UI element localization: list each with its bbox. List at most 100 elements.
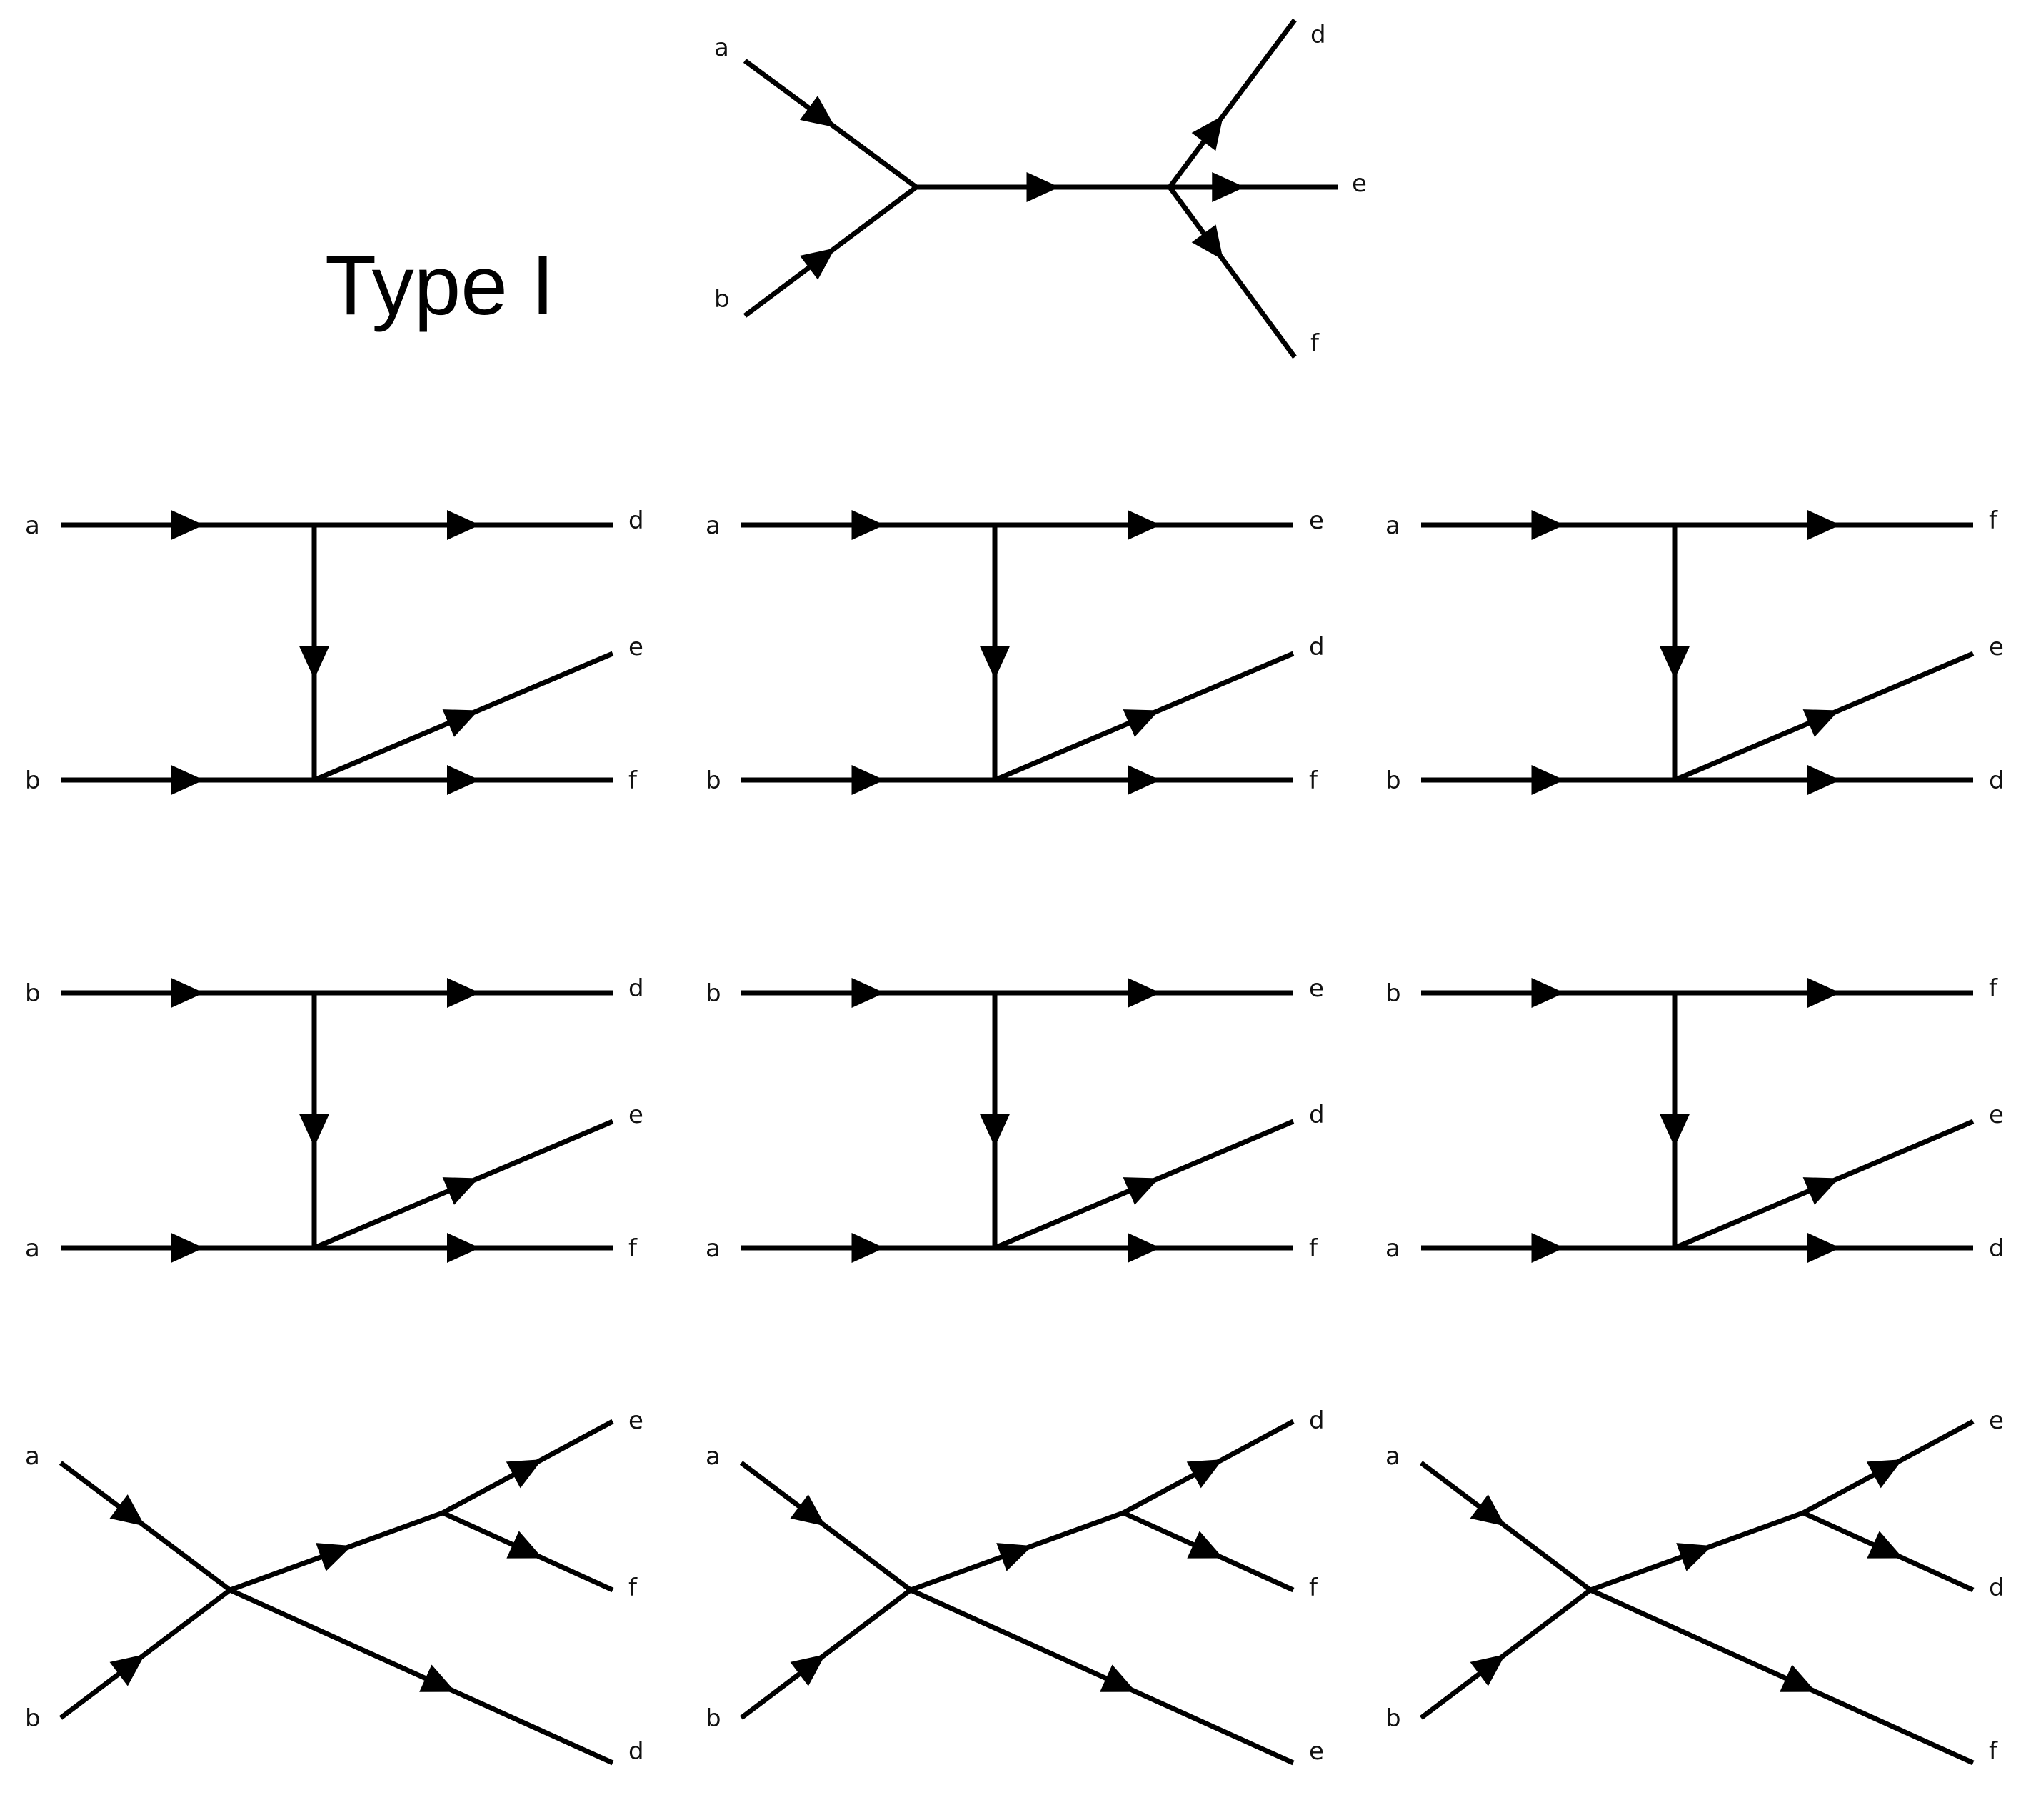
arrow-bottom-in xyxy=(171,1233,204,1263)
arrow-exchange xyxy=(1660,1114,1690,1147)
particle-label-top-in: b xyxy=(25,979,41,1008)
particle-label-bottom-in: a xyxy=(25,1234,40,1263)
arrow-top-in xyxy=(851,510,885,540)
particle-label-bottom-out: e xyxy=(1309,1737,1324,1766)
arrow-bottom-out xyxy=(1128,765,1160,795)
arrow-bottom-in xyxy=(1531,1233,1565,1263)
particle-label-mid-out: e xyxy=(1989,1101,2004,1129)
arrow-in-bottom xyxy=(1470,1654,1505,1686)
arrow-in-bottom xyxy=(790,1654,826,1686)
particle-label-top-out: f xyxy=(1989,974,1998,1003)
particle-label-top-out: d xyxy=(628,974,644,1003)
particle-label-upper-out: d xyxy=(1309,1406,1325,1435)
line-in-bottom xyxy=(59,1588,232,1720)
arrow-bottom-out xyxy=(1807,765,1840,795)
arrow-in-top xyxy=(1470,1494,1505,1526)
particle-label-bottom-out: d xyxy=(1989,1234,2005,1263)
arrow-bottom-out xyxy=(447,765,480,795)
particle-label-bottom-out: d xyxy=(1989,766,2005,795)
arrow-top-in xyxy=(1531,510,1565,540)
arrow-out-e xyxy=(1212,172,1245,202)
arrow-bottom-out xyxy=(1128,1233,1160,1263)
arrow-emission xyxy=(1123,1177,1160,1205)
particle-label-top-out: f xyxy=(1989,506,1998,535)
line-in-top xyxy=(739,1461,913,1592)
arrow-emission xyxy=(442,709,479,737)
arrow-top-out xyxy=(1128,978,1160,1008)
particle-label-top-out: e xyxy=(1309,974,1324,1003)
particle-label-bottom-out: f xyxy=(628,766,638,795)
diagram-r3c2: a b d f e xyxy=(706,1406,1325,1766)
particle-label-bottom-in: b xyxy=(1385,1704,1401,1733)
arrow-top-in xyxy=(851,978,885,1008)
arrow-top-out xyxy=(1128,510,1160,540)
arrow-out-upper xyxy=(1186,1459,1223,1489)
arrow-top-out xyxy=(447,978,480,1008)
particle-label-bottom-in: b xyxy=(1385,766,1401,795)
particle-label-top-in: a xyxy=(1385,511,1400,540)
particle-label-a: a xyxy=(714,34,729,62)
arrow-bottom-in xyxy=(851,765,885,795)
arrow-in-b xyxy=(800,248,836,280)
arrow-exchange xyxy=(299,646,329,679)
arrow-propagator xyxy=(1676,1543,1712,1571)
arrow-out-upper xyxy=(506,1459,543,1489)
particle-label-bottom-out: f xyxy=(1989,1737,1998,1766)
particle-label-top-in: b xyxy=(706,979,721,1008)
arrow-out-upper xyxy=(1866,1459,1903,1489)
particle-label-f: f xyxy=(1310,329,1320,358)
particle-label-top-in: a xyxy=(25,511,40,540)
particle-label-top-in: a xyxy=(1385,1442,1400,1471)
arrow-bottom-out xyxy=(447,1233,480,1263)
particle-label-bottom-in: a xyxy=(1385,1234,1400,1263)
arrow-top-out xyxy=(1807,978,1840,1008)
arrow-exchange xyxy=(980,1114,1010,1147)
particle-label-top-in: a xyxy=(706,511,721,540)
line-out-bottom xyxy=(229,1587,614,1766)
particle-label-bottom-in: a xyxy=(706,1234,721,1263)
arrow-propagator xyxy=(1026,172,1060,202)
arrow-bottom-in xyxy=(171,765,204,795)
arrow-out-bottom xyxy=(1780,1664,1816,1692)
arrow-exchange xyxy=(980,646,1010,679)
line-out-bottom xyxy=(1589,1587,1975,1766)
arrow-emission xyxy=(1802,1177,1840,1205)
line-in-bottom xyxy=(1419,1588,1593,1720)
particle-label-lower-out: f xyxy=(1309,1574,1318,1602)
arrow-in-top xyxy=(109,1494,145,1526)
particle-label-bottom-in: b xyxy=(706,766,721,795)
arrow-out-bottom xyxy=(419,1664,456,1692)
arrow-bottom-in xyxy=(851,1233,885,1263)
particle-label-lower-out: f xyxy=(628,1574,638,1602)
line-out-d xyxy=(1168,18,1297,189)
particle-label-lower-out: d xyxy=(1989,1574,2005,1602)
particle-label-top-in: a xyxy=(706,1442,721,1471)
particle-label-mid-out: d xyxy=(1309,1101,1325,1129)
arrow-propagator xyxy=(316,1543,352,1571)
arrow-out-d xyxy=(1191,115,1224,151)
particle-label-bottom-in: b xyxy=(25,1704,41,1733)
particle-label-bottom-out: f xyxy=(1309,766,1318,795)
arrow-top-out xyxy=(1807,510,1840,540)
arrow-out-lower xyxy=(1867,1531,1903,1559)
arrow-out-bottom xyxy=(1100,1664,1136,1692)
particle-label-d: d xyxy=(1310,21,1326,49)
particle-label-mid-out: e xyxy=(628,633,643,661)
particle-label-top-in: a xyxy=(25,1442,40,1471)
particle-label-bottom-in: b xyxy=(706,1704,721,1733)
arrow-top-in xyxy=(1531,978,1565,1008)
arrow-top-in xyxy=(171,978,204,1008)
arrow-exchange xyxy=(299,1114,329,1147)
particle-label-b: b xyxy=(714,285,730,314)
particle-label-top-out: e xyxy=(1309,506,1324,535)
line-out-bottom xyxy=(909,1587,1295,1766)
particle-label-mid-out: d xyxy=(1309,633,1325,661)
line-in-bottom xyxy=(739,1588,913,1720)
line-in-top xyxy=(1419,1461,1593,1592)
